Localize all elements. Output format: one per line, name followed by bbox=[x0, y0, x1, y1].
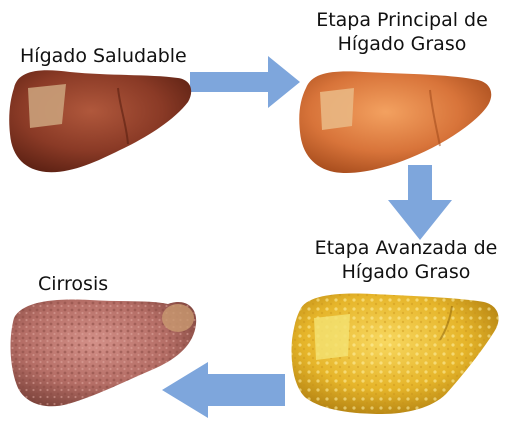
early-fatty-liver-label: Etapa Principal de Hígado Graso bbox=[296, 8, 508, 56]
early-fatty-liver-image bbox=[299, 71, 492, 174]
advanced-fatty-liver-label-line-2: Hígado Graso bbox=[341, 261, 471, 283]
healthy-liver-label-line: Hígado Saludable bbox=[20, 45, 187, 67]
cirrhosis-label: Cirrosis bbox=[38, 272, 108, 296]
early-fatty-liver-label-line-2: Hígado Graso bbox=[337, 33, 467, 55]
healthy-liver-image bbox=[9, 70, 192, 173]
advanced-fatty-liver-label: Etapa Avanzada de Hígado Graso bbox=[296, 236, 516, 284]
arrow-left-icon bbox=[162, 362, 285, 418]
healthy-liver-label: Hígado Saludable bbox=[20, 44, 187, 68]
cirrhosis-label-line: Cirrosis bbox=[38, 273, 109, 295]
advanced-fatty-liver-image bbox=[291, 293, 499, 414]
arrow-right-icon bbox=[190, 56, 300, 108]
advanced-fatty-liver-label-line-1: Etapa Avanzada de bbox=[314, 237, 498, 259]
arrow-down-icon bbox=[388, 165, 452, 240]
cirrhosis-liver-image bbox=[10, 299, 197, 407]
early-fatty-liver-label-line-1: Etapa Principal de bbox=[316, 9, 488, 31]
